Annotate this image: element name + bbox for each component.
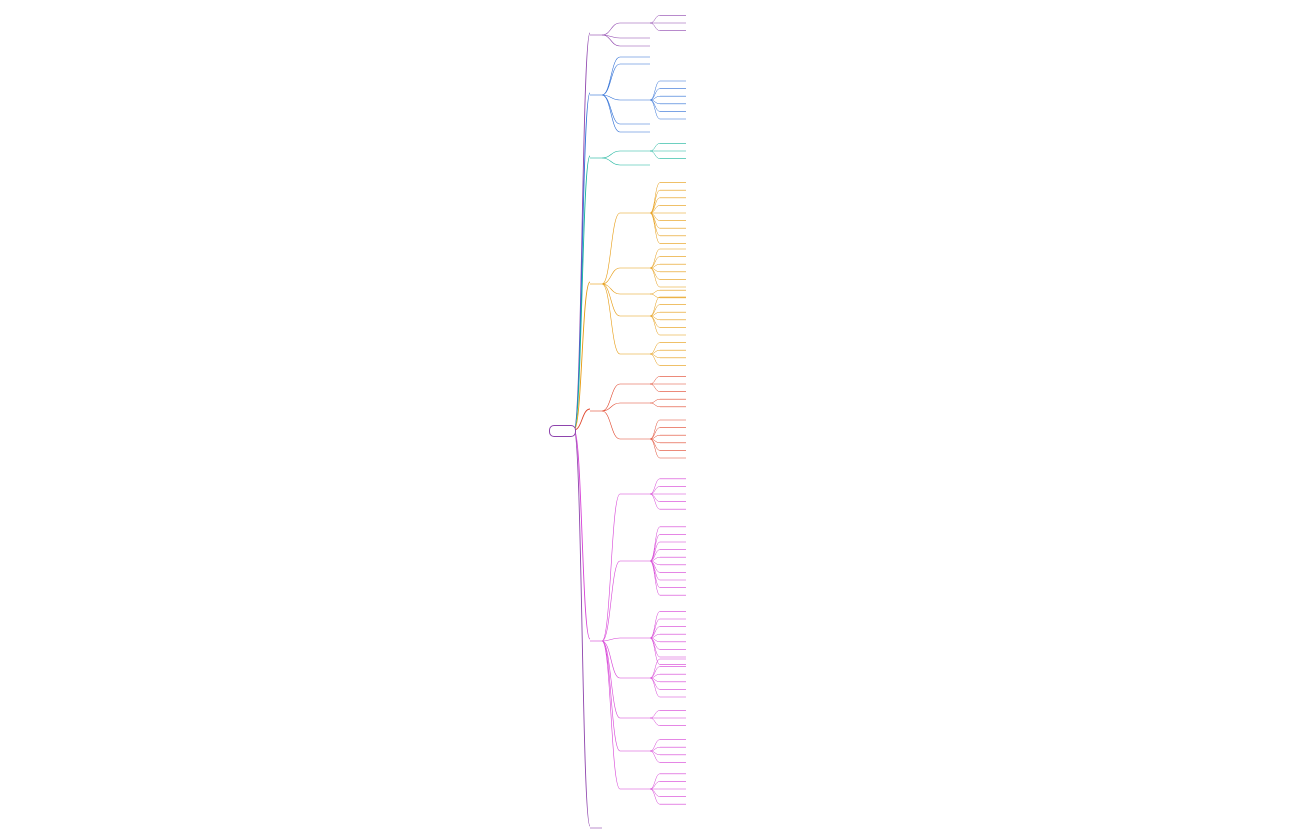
branch-link-6 — [573, 429, 591, 827]
leaf-link-3-3-5 — [649, 315, 661, 336]
mind-map-links — [573, 15, 686, 829]
leaf-link-5-4-2 — [649, 717, 661, 726]
sub-link-5-6 — [601, 640, 621, 790]
sub-link-4-0 — [601, 383, 621, 412]
leaf-link-5-0-1 — [649, 486, 661, 495]
branch-link-0 — [573, 32, 591, 431]
sub-link-5-0 — [601, 493, 621, 642]
sub-link-0-0 — [601, 22, 621, 36]
leaf-link-3-0-8 — [649, 212, 661, 244]
leaf-link-0-0-2 — [649, 22, 661, 31]
leaf-link-5-1-1 — [649, 534, 661, 562]
branch-link-5 — [573, 429, 591, 640]
leaf-link-5-2-7 — [649, 637, 661, 665]
leaf-link-5-5-3 — [649, 750, 661, 763]
root-node[interactable] — [549, 425, 576, 437]
leaf-link-3-0-6 — [649, 212, 661, 229]
sub-link-3-4 — [601, 283, 621, 355]
sub-link-1-0 — [601, 56, 621, 96]
leaf-link-3-4-3 — [649, 353, 661, 366]
leaf-link-3-2-1 — [649, 293, 661, 299]
leaf-link-5-6-3 — [649, 788, 661, 797]
sub-link-5-2 — [601, 637, 621, 642]
sub-link-4-2 — [601, 410, 621, 440]
sub-link-3-1 — [601, 267, 621, 285]
leaf-link-4-2-5 — [649, 438, 661, 459]
sub-link-1-2 — [601, 94, 621, 101]
leaf-link-5-3-5 — [649, 677, 661, 698]
leaf-link-5-4-0 — [649, 710, 661, 719]
leaf-link-5-3-0 — [649, 658, 661, 679]
sub-link-2-1 — [601, 157, 621, 166]
leaf-link-3-1-0 — [649, 248, 661, 269]
branch-link-3 — [573, 281, 591, 431]
leaf-link-3-0-0 — [649, 182, 661, 214]
branch-link-1 — [573, 92, 591, 431]
leaf-link-3-2-0 — [649, 289, 661, 295]
leaf-link-1-2-5 — [649, 99, 661, 120]
leaf-link-5-0-3 — [649, 493, 661, 502]
leaf-link-5-6-1 — [649, 781, 661, 790]
sub-link-3-0 — [601, 212, 621, 285]
leaf-link-3-0-2 — [649, 197, 661, 214]
leaf-link-5-2-0 — [649, 611, 661, 639]
leaf-link-5-0-4 — [649, 493, 661, 510]
leaf-link-5-2-1 — [649, 618, 661, 639]
leaf-link-5-1-9 — [649, 560, 661, 596]
leaf-link-4-0-0 — [649, 376, 661, 385]
leaf-link-3-3-0 — [649, 296, 661, 317]
leaf-link-2-0-0 — [649, 143, 661, 152]
sub-link-5-5 — [601, 640, 621, 752]
leaf-link-5-0-0 — [649, 478, 661, 495]
leaf-link-0-0-0 — [649, 15, 661, 24]
leaf-link-2-0-2 — [649, 150, 661, 159]
leaf-link-4-0-2 — [649, 383, 661, 392]
leaf-link-5-1-8 — [649, 560, 661, 588]
sub-link-0-2 — [601, 34, 621, 47]
leaf-link-5-6-4 — [649, 788, 661, 805]
leaf-link-4-2-0 — [649, 419, 661, 440]
sub-link-1-4 — [601, 94, 621, 133]
sub-link-1-1 — [601, 63, 621, 96]
leaf-link-3-1-5 — [649, 267, 661, 288]
branch-link-2 — [573, 155, 591, 431]
sub-link-5-4 — [601, 640, 621, 719]
sub-link-2-0 — [601, 150, 621, 159]
sub-link-1-3 — [601, 94, 621, 125]
sub-link-4-1 — [601, 402, 621, 412]
leaf-link-5-2-6 — [649, 637, 661, 658]
leaf-link-5-6-0 — [649, 773, 661, 790]
leaf-link-4-1-0 — [649, 398, 661, 404]
leaf-link-4-1-1 — [649, 402, 661, 408]
sub-link-5-1 — [601, 560, 621, 642]
leaf-link-1-2-0 — [649, 80, 661, 101]
